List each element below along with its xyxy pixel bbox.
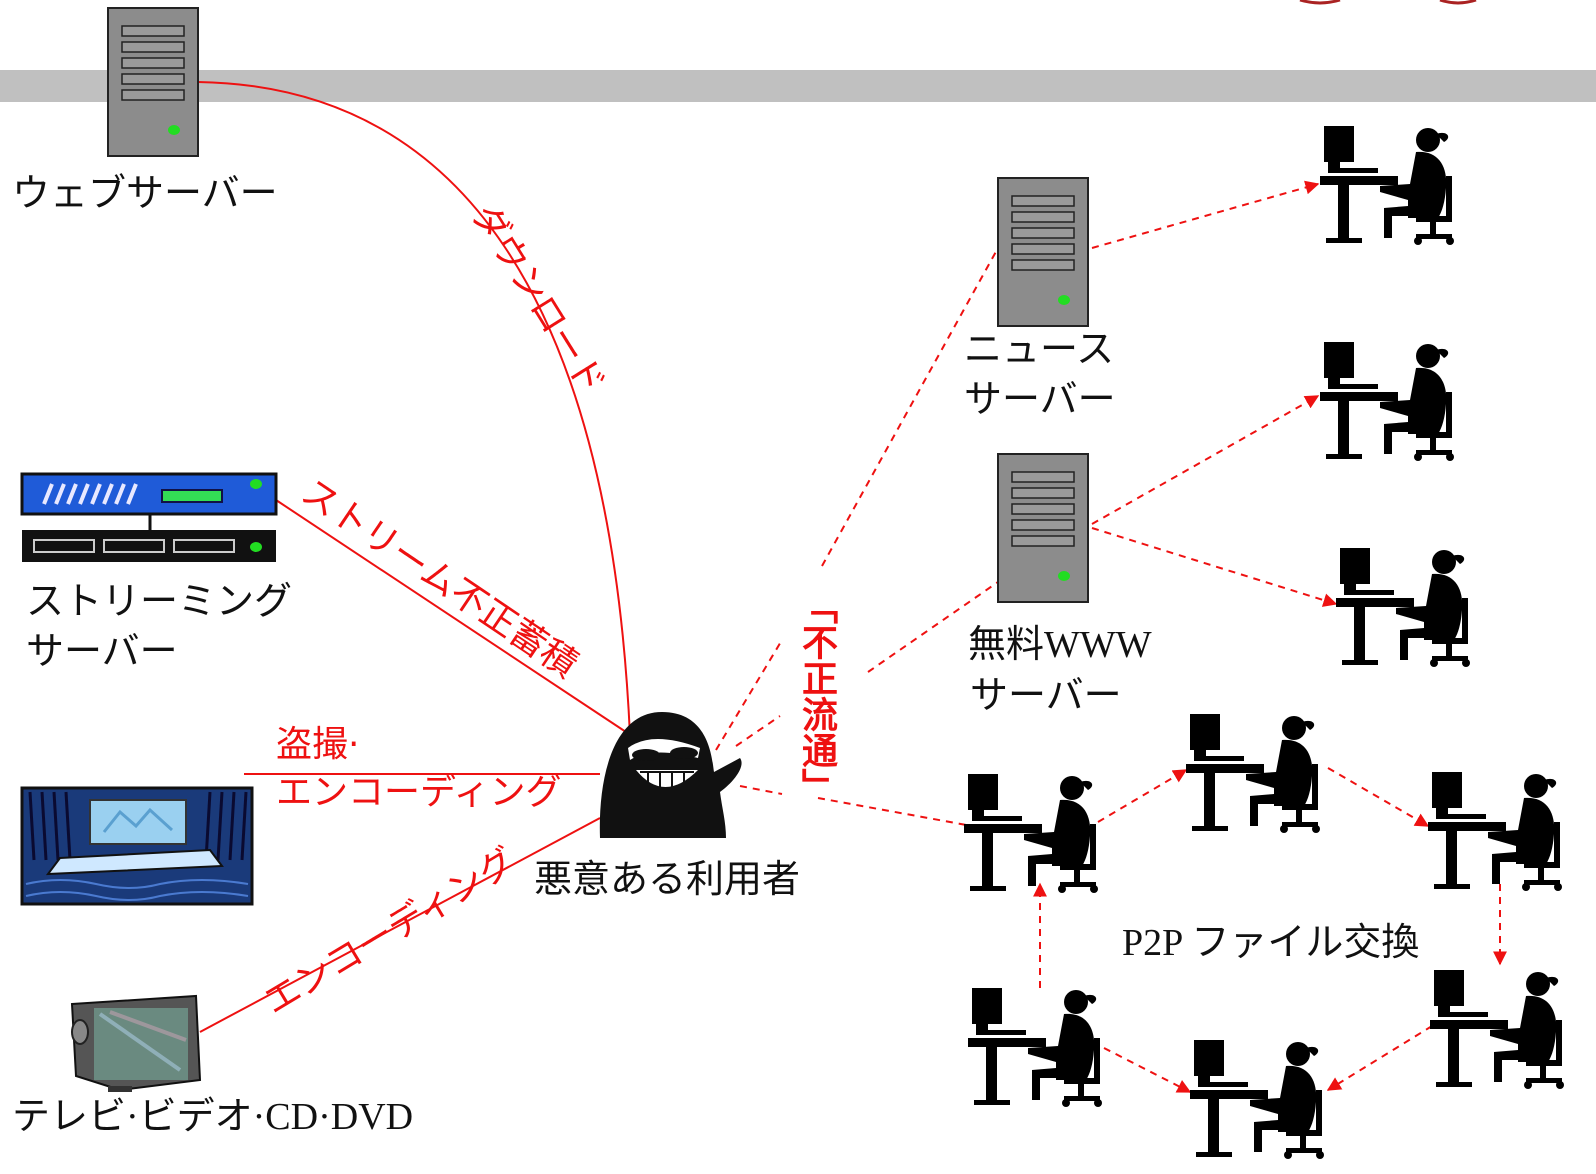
streaming-server-label-2: サーバー [26,629,178,673]
pc-user-icon [1428,772,1562,891]
news-server-icon [997,177,1089,327]
web-server-label: ウェブサーバー [12,171,278,215]
illegal-distribution-label: 「不正流通」 [796,588,837,804]
news-server-label-1: ニュース [964,327,1115,371]
pc-user-icon [1320,126,1454,245]
pc-user-icon [968,988,1102,1107]
free-www-label-2: サーバー [970,673,1122,717]
tv-video-label: テレビ·ビデオ·CD·DVD [12,1096,414,1138]
distribution-lines [715,180,1507,1093]
pc-user-icon [1320,342,1454,461]
free-www-server-icon [997,453,1089,603]
tv-icon [70,994,202,1092]
free-www-label-1: 無料WWW [968,624,1152,666]
stream-store-line [275,499,627,733]
pc-user-icon [1430,970,1564,1089]
pc-user-icon [964,774,1098,893]
malicious-user-label: 悪意ある利用者 [534,857,801,901]
p2p-label: P2P ファイル交換 [1122,922,1420,964]
theater-icon [20,786,254,906]
streaming-server-icon [20,472,278,562]
news-server-label-2: サーバー [964,377,1116,421]
recording-label-1: 盗撮· [276,724,360,765]
top-band [0,70,1596,102]
encoding-line [199,817,601,1033]
recording-label-2: エンコーディング [276,772,562,813]
pc-user-icon [1186,714,1320,833]
streaming-server-label-1: ストリーミング [26,579,293,623]
pc-user-icon [1336,548,1470,667]
download-line [197,81,631,737]
hacker-icon [599,712,742,838]
logo-fragment [1299,0,1341,5]
pc-user-icon [1190,1040,1324,1159]
web-server-icon [107,7,199,157]
